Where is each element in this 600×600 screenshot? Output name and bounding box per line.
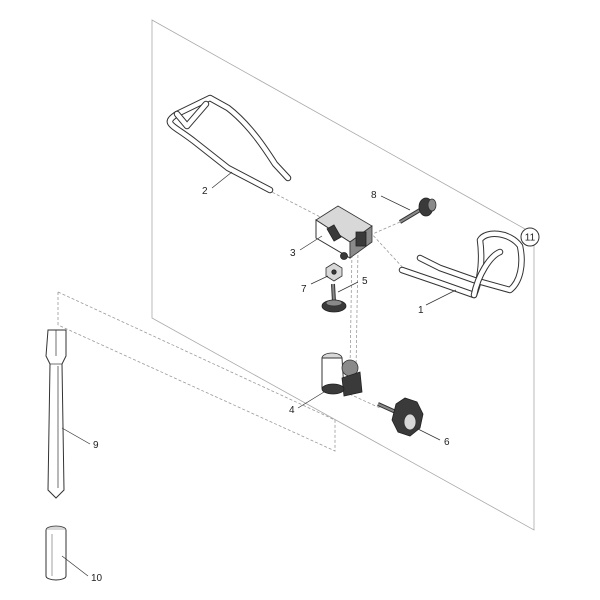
part-2-wire-bracket (166, 94, 292, 194)
part-7-nut (325, 262, 343, 282)
leader-lines (61, 171, 535, 577)
assembly-frame (151, 19, 535, 531)
callout-6: 6 (444, 437, 450, 448)
part-1-wire-bracket (398, 230, 525, 299)
callout-10: 10 (91, 573, 103, 584)
callout-1: 1 (418, 305, 424, 316)
callout-9: 9 (93, 440, 99, 451)
part-8-bolt (398, 197, 437, 224)
callout-3: 3 (290, 248, 296, 259)
part-10-sleeve (45, 525, 67, 581)
callout-11-badge: 11 (520, 227, 540, 247)
callout-8: 8 (371, 190, 377, 201)
callout-5: 5 (362, 276, 368, 287)
callout-2: 2 (202, 186, 208, 197)
shaft-assembly-frame (57, 291, 336, 452)
part-4-tube-clamp (321, 352, 363, 397)
callout-7: 7 (301, 284, 307, 295)
part-3-clamp-block (315, 205, 373, 260)
part-9-shaft (45, 329, 67, 499)
callout-11: 11 (525, 233, 536, 244)
part-5-thumb-screw (321, 283, 347, 313)
callout-4: 4 (289, 405, 295, 416)
part-6-knob-bolt (377, 397, 424, 437)
